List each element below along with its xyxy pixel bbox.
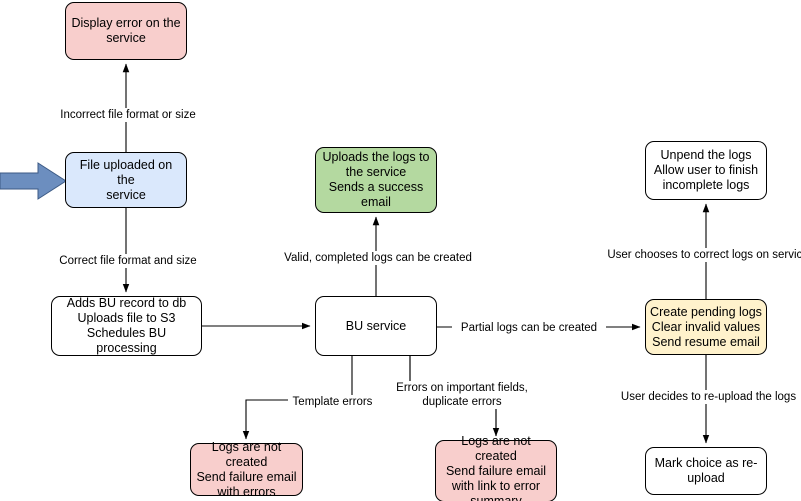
edge-label-correct-file-format: Correct file format and size [0, 254, 256, 268]
node-logs-not-created-with-errors[interactable]: Logs are not created Send failure email … [190, 440, 303, 499]
node-uploads-logs-success[interactable]: Uploads the logs to the service Sends a … [315, 147, 437, 213]
node-logs-not-created-error-summary[interactable]: Logs are not created Send failure email … [435, 434, 557, 501]
edge-label-important-field-errors: Errors on important fields, duplicate er… [390, 381, 534, 409]
edge-label-incorrect-file-format: Incorrect file format or size [0, 108, 256, 122]
node-display-error[interactable]: Display error on the service [65, 2, 187, 60]
edge-label-user-reupload: User decides to re-upload the logs [613, 390, 801, 404]
node-file-uploaded-on-the-service[interactable]: File uploaded on the service [65, 152, 187, 208]
edge-label-valid-completed-logs: Valid, completed logs can be created [256, 251, 500, 265]
process-entry-arrow-icon [0, 162, 67, 200]
node-adds-bu-record[interactable]: Adds BU record to db Uploads file to S3 … [51, 296, 202, 356]
node-bu-service[interactable]: BU service [315, 296, 437, 356]
node-create-pending-logs[interactable]: Create pending logs Clear invalid values… [645, 299, 767, 355]
node-mark-choice-as-reupload[interactable]: Mark choice as re- upload [645, 447, 767, 495]
edge-label-template-errors: Template errors [288, 395, 377, 409]
edge-label-user-corrects-logs: User chooses to correct logs on service [600, 248, 801, 262]
edge-label-partial-logs: Partial logs can be created [452, 321, 606, 335]
node-unpend-the-logs[interactable]: Unpend the logs Allow user to finish inc… [645, 141, 767, 200]
